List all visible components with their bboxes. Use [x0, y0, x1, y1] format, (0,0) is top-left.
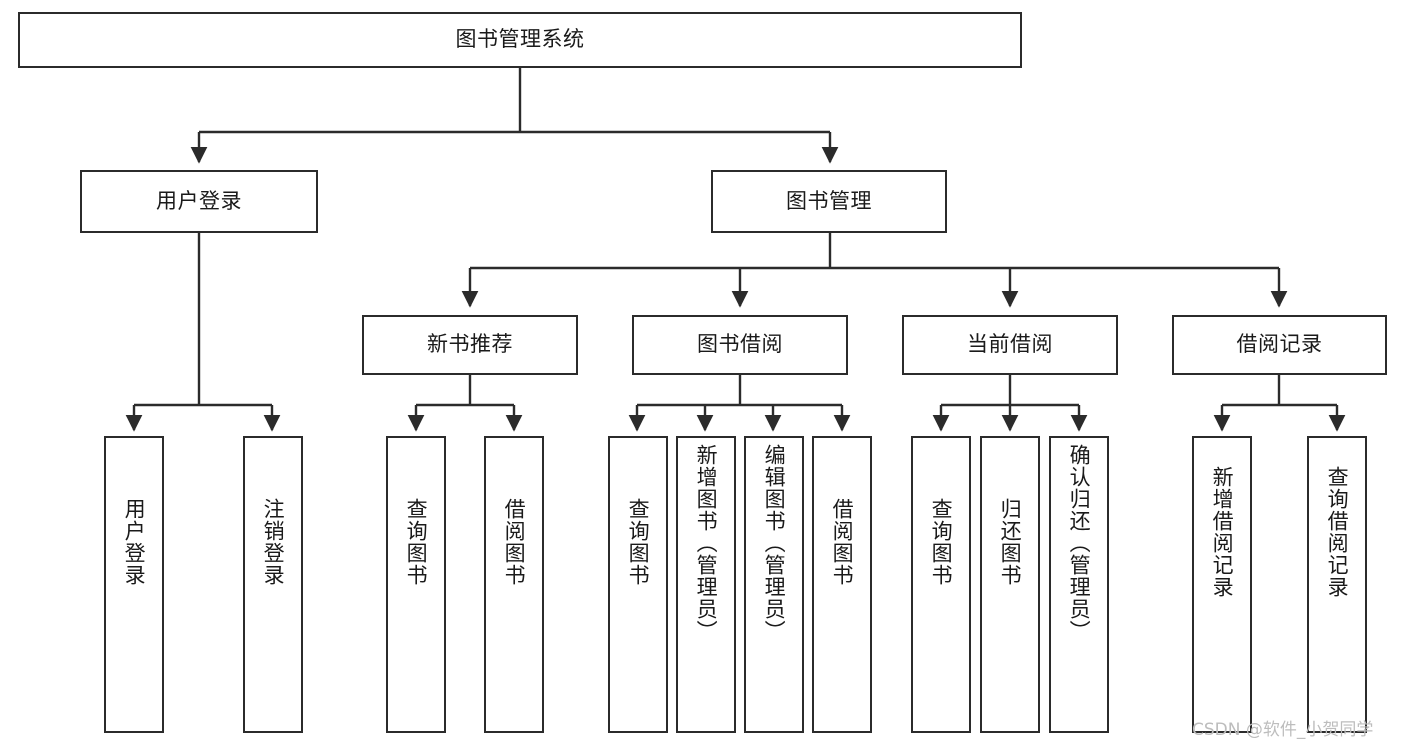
- node-label: 当前借阅: [967, 332, 1053, 357]
- node-new-book-recommend[interactable]: 新书推荐: [362, 315, 578, 375]
- csdn-watermark: CSDN @软件_小贺同学: [1192, 720, 1374, 740]
- leaf-book-borrow-borrow-book[interactable]: 借阅图书: [812, 436, 872, 733]
- node-label: 查询借阅记录: [1325, 466, 1350, 598]
- leaf-user-login-login[interactable]: 用户登录: [104, 436, 164, 733]
- leaf-current-borrow-query-book[interactable]: 查询图书: [911, 436, 971, 733]
- node-label: 图书管理系统: [455, 27, 585, 52]
- node-label: 用户登录: [122, 498, 147, 586]
- node-label: 查询图书: [626, 498, 651, 586]
- leaf-current-borrow-return-book[interactable]: 归还图书: [980, 436, 1040, 733]
- leaf-current-borrow-confirm-return[interactable]: 确认归还（管理员）: [1049, 436, 1109, 733]
- node-label: 新增图书（管理员）: [694, 444, 719, 642]
- node-current-borrow[interactable]: 当前借阅: [902, 315, 1118, 375]
- leaf-book-borrow-edit-book[interactable]: 编辑图书（管理员）: [744, 436, 804, 733]
- node-label: 归还图书: [998, 498, 1023, 586]
- node-label: 借阅图书: [502, 498, 527, 586]
- node-label: 确认归还（管理员）: [1067, 444, 1092, 642]
- node-label: 借阅记录: [1236, 332, 1323, 357]
- node-label: 注销登录: [261, 498, 286, 586]
- leaf-new-book-borrow-book[interactable]: 借阅图书: [484, 436, 544, 733]
- leaf-new-book-query-book[interactable]: 查询图书: [386, 436, 446, 733]
- node-user-login[interactable]: 用户登录: [80, 170, 318, 233]
- node-label: 图书借阅: [697, 332, 783, 357]
- leaf-borrow-record-add-record[interactable]: 新增借阅记录: [1192, 436, 1252, 733]
- node-label: 新书推荐: [427, 332, 513, 357]
- node-label: 新增借阅记录: [1210, 466, 1235, 598]
- node-root-book-management-system[interactable]: 图书管理系统: [18, 12, 1022, 68]
- leaf-user-login-logout[interactable]: 注销登录: [243, 436, 303, 733]
- node-label: 编辑图书（管理员）: [762, 444, 787, 642]
- node-book-management[interactable]: 图书管理: [711, 170, 947, 233]
- leaf-book-borrow-add-book[interactable]: 新增图书（管理员）: [676, 436, 736, 733]
- node-borrow-record[interactable]: 借阅记录: [1172, 315, 1387, 375]
- node-label: 查询图书: [404, 498, 429, 586]
- node-book-borrow[interactable]: 图书借阅: [632, 315, 848, 375]
- node-label: 图书管理: [786, 188, 872, 213]
- node-label: 借阅图书: [830, 498, 855, 586]
- node-label: 用户登录: [156, 188, 242, 213]
- leaf-book-borrow-query-book[interactable]: 查询图书: [608, 436, 668, 733]
- leaf-borrow-record-query-record[interactable]: 查询借阅记录: [1307, 436, 1367, 733]
- node-label: 查询图书: [929, 498, 954, 586]
